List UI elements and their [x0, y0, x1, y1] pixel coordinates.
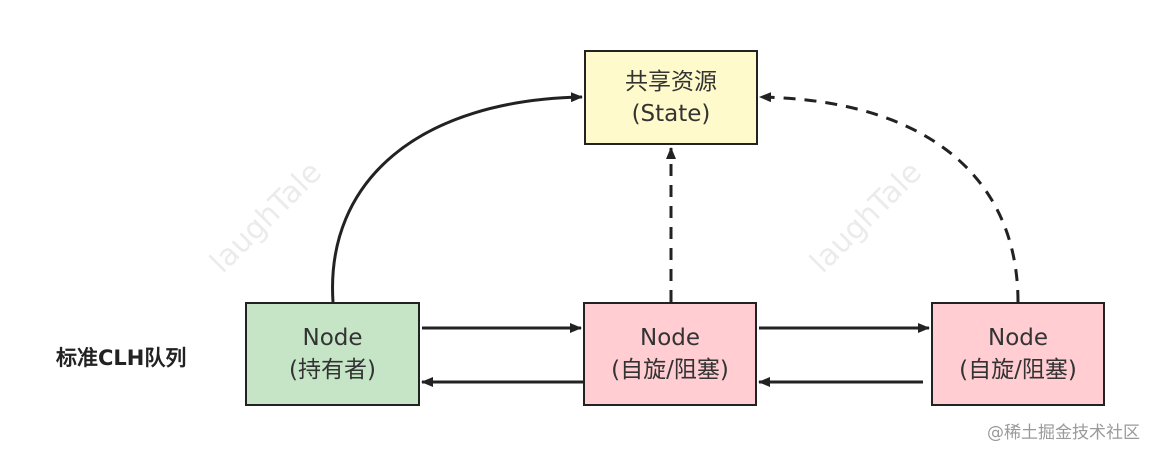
site-watermark: @稀土掘金技术社区 — [987, 423, 1140, 443]
edge-waiter2-to-resource — [759, 92, 1020, 303]
node-waiter-1-subtitle: (自旋/阻塞) — [611, 357, 729, 383]
node-holder-title: Node — [302, 325, 363, 351]
node-waiter-1-title: Node — [639, 325, 701, 351]
node-holder-subtitle: (持有者) — [289, 357, 376, 383]
node-holder: Node (持有者) — [245, 302, 420, 406]
node-waiter-2-title: Node — [987, 325, 1049, 351]
node-shared-resource: 共享资源 (State) — [584, 50, 758, 145]
edge-holder-to-resource — [331, 92, 583, 303]
queue-label: 标准CLH队列 — [56, 346, 187, 370]
node-waiter-2-subtitle: (自旋/阻塞) — [959, 357, 1077, 383]
node-shared-resource-subtitle: (State) — [631, 100, 711, 127]
node-shared-resource-title: 共享资源 — [625, 68, 717, 95]
node-waiter-1: Node (自旋/阻塞) — [583, 302, 757, 406]
node-waiter-2: Node (自旋/阻塞) — [931, 302, 1105, 406]
